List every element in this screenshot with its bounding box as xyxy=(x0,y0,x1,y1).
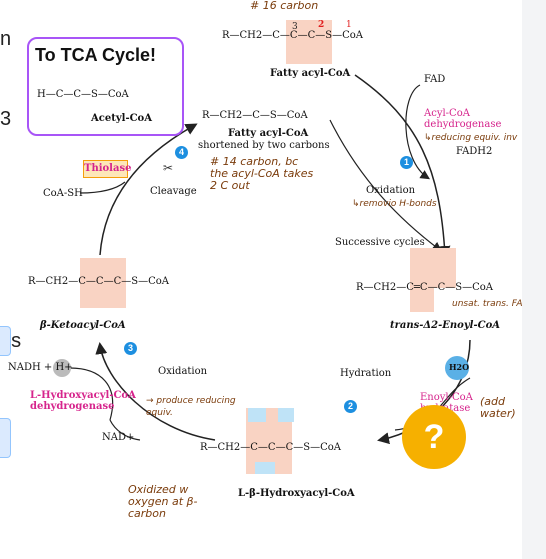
oxidation-label: Oxidation xyxy=(366,185,416,196)
nadh-label: NADH + H+ xyxy=(8,362,73,373)
ketoacyl-label: β-Ketoacyl-CoA xyxy=(40,320,126,331)
shortened-label: Fatty acyl-CoA xyxy=(228,128,309,139)
enoyl-label: trans-Δ2-Enoyl-CoA xyxy=(390,320,500,331)
acyl-coa-dehydrogenase: Acyl-CoA dehydrogenase xyxy=(424,108,502,130)
clipped-text-2: 3 xyxy=(0,108,12,130)
hydroxy-label: L-β-Hydroxyacyl-CoA xyxy=(238,488,355,499)
step-2-badge: 2 xyxy=(344,400,357,413)
scrollbar-strip xyxy=(522,0,546,559)
tca-callout-box: To TCA Cycle! H—C—C—S—CoA Acetyl-CoA xyxy=(27,37,184,136)
step-3-badge: 3 xyxy=(124,342,137,355)
successive-cycles-label: Successive cycles xyxy=(335,237,425,248)
acetyl-label: Acetyl-CoA xyxy=(91,113,152,124)
carbon-2-label: 2 xyxy=(318,20,325,30)
step-1-badge: 1 xyxy=(400,156,413,169)
thiolase-label: Thiolase xyxy=(83,160,131,178)
svg-text:✂: ✂ xyxy=(163,161,173,175)
hydroxyacyl-dehydrogenase: L-Hydroxyacyl-CoA dehydrogenase xyxy=(30,390,136,412)
fatty-acyl-formula: R—CH2—C—C—C—S—CoA xyxy=(222,30,363,41)
question-bubble[interactable]: ? xyxy=(402,405,466,469)
add-water-note: (add water) xyxy=(480,395,516,420)
produce-reducing-note: → produce reducing equiv. xyxy=(146,396,236,418)
clipped-text-1: n xyxy=(0,28,12,50)
left-tab-1 xyxy=(0,326,11,356)
enoyl-formula: R—CH2—C═C—C—S—CoA xyxy=(356,282,493,293)
reducing-equiv-note: ↳reducing equiv. inv xyxy=(424,133,518,143)
hydroxy-formula: R—CH2—C—C—C—S—CoA xyxy=(200,442,341,453)
carbon-3-label: 3 xyxy=(292,22,298,32)
carbon-1-label: 1 xyxy=(346,20,352,30)
acetyl-formula: H—C—C—S—CoA xyxy=(37,89,129,100)
unsat-note: unsat. trans. FA xyxy=(452,299,523,309)
shortened-sub: shortened by two carbons xyxy=(198,140,330,151)
fatty-acyl-label: Fatty acyl-CoA xyxy=(270,68,351,79)
fadh2-label: FADH2 xyxy=(456,146,493,157)
carbon-14-note: # 14 carbon, bc the acyl-CoA takes 2 C o… xyxy=(210,155,314,192)
water-label: H2O xyxy=(449,362,470,372)
carbon-note: # 16 carbon xyxy=(250,0,319,12)
fad-label: FAD xyxy=(424,74,446,85)
tca-title: To TCA Cycle! xyxy=(35,45,157,65)
hydration-label: Hydration xyxy=(340,368,392,379)
remove-h-note: ↳removio H-bonds xyxy=(352,199,437,209)
ketoacyl-formula: R—CH2—C—C—C—S—CoA xyxy=(28,276,169,287)
oxidized-note: Oxidized w oxygen at β-carbon xyxy=(128,483,198,520)
nad-label: NAD+ xyxy=(102,432,135,443)
coa-sh-label: CoA-SH xyxy=(43,188,83,199)
left-tab-2 xyxy=(0,418,11,458)
step-4-badge: 4 xyxy=(175,146,188,159)
cleavage-label: Cleavage xyxy=(150,186,197,197)
oxidation-3-label: Oxidation xyxy=(158,366,208,377)
shortened-formula: R—CH2—C—S—CoA xyxy=(202,110,308,121)
